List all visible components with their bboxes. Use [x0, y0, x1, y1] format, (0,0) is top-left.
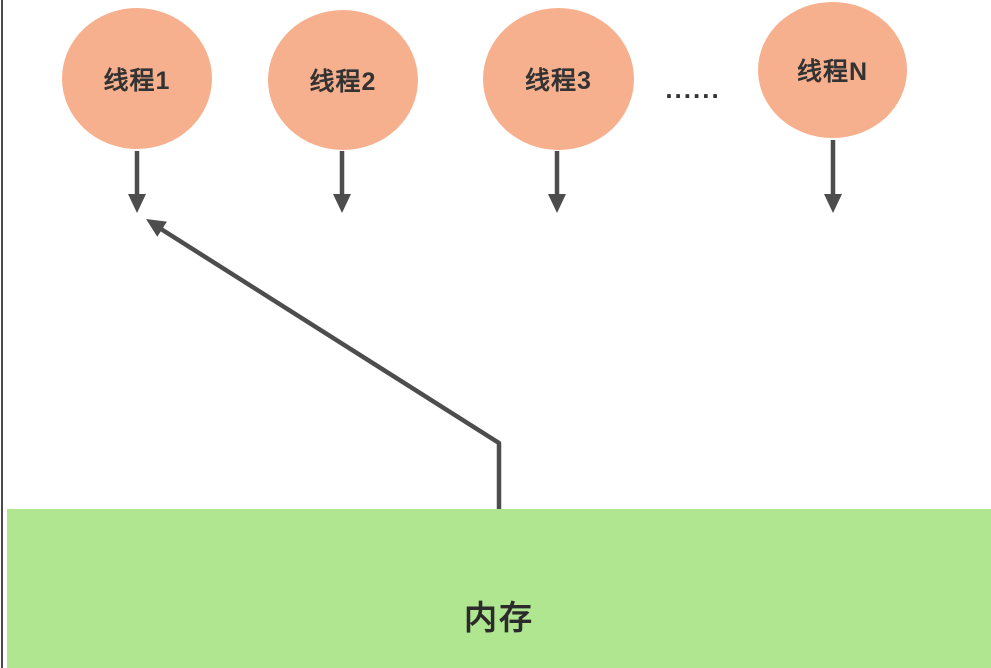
- thread-node-2: 线程2: [268, 10, 418, 150]
- thread-1-label: 线程1: [103, 66, 171, 95]
- thread3-down-arrow-icon: [548, 151, 566, 213]
- ellipsis-dots: ......: [665, 74, 721, 104]
- thread-node-1: 线程1: [62, 8, 212, 149]
- thread-3-label: 线程3: [525, 67, 592, 95]
- threadN-down-arrow-icon: [824, 140, 842, 213]
- thread1-down-arrow-icon: [128, 151, 146, 213]
- memory-label: 内存: [464, 599, 534, 636]
- thread-node-n: 线程N: [758, 2, 907, 138]
- memory-to-thread1-arrow-icon: [146, 219, 502, 510]
- thread-n-label: 线程N: [796, 58, 869, 86]
- left-border-line: [1, 0, 3, 668]
- thread-2-label: 线程2: [309, 68, 377, 96]
- memory-box: 内存: [7, 509, 991, 668]
- thread-node-3: 线程3: [483, 8, 634, 150]
- thread2-down-arrow-icon: [333, 151, 351, 213]
